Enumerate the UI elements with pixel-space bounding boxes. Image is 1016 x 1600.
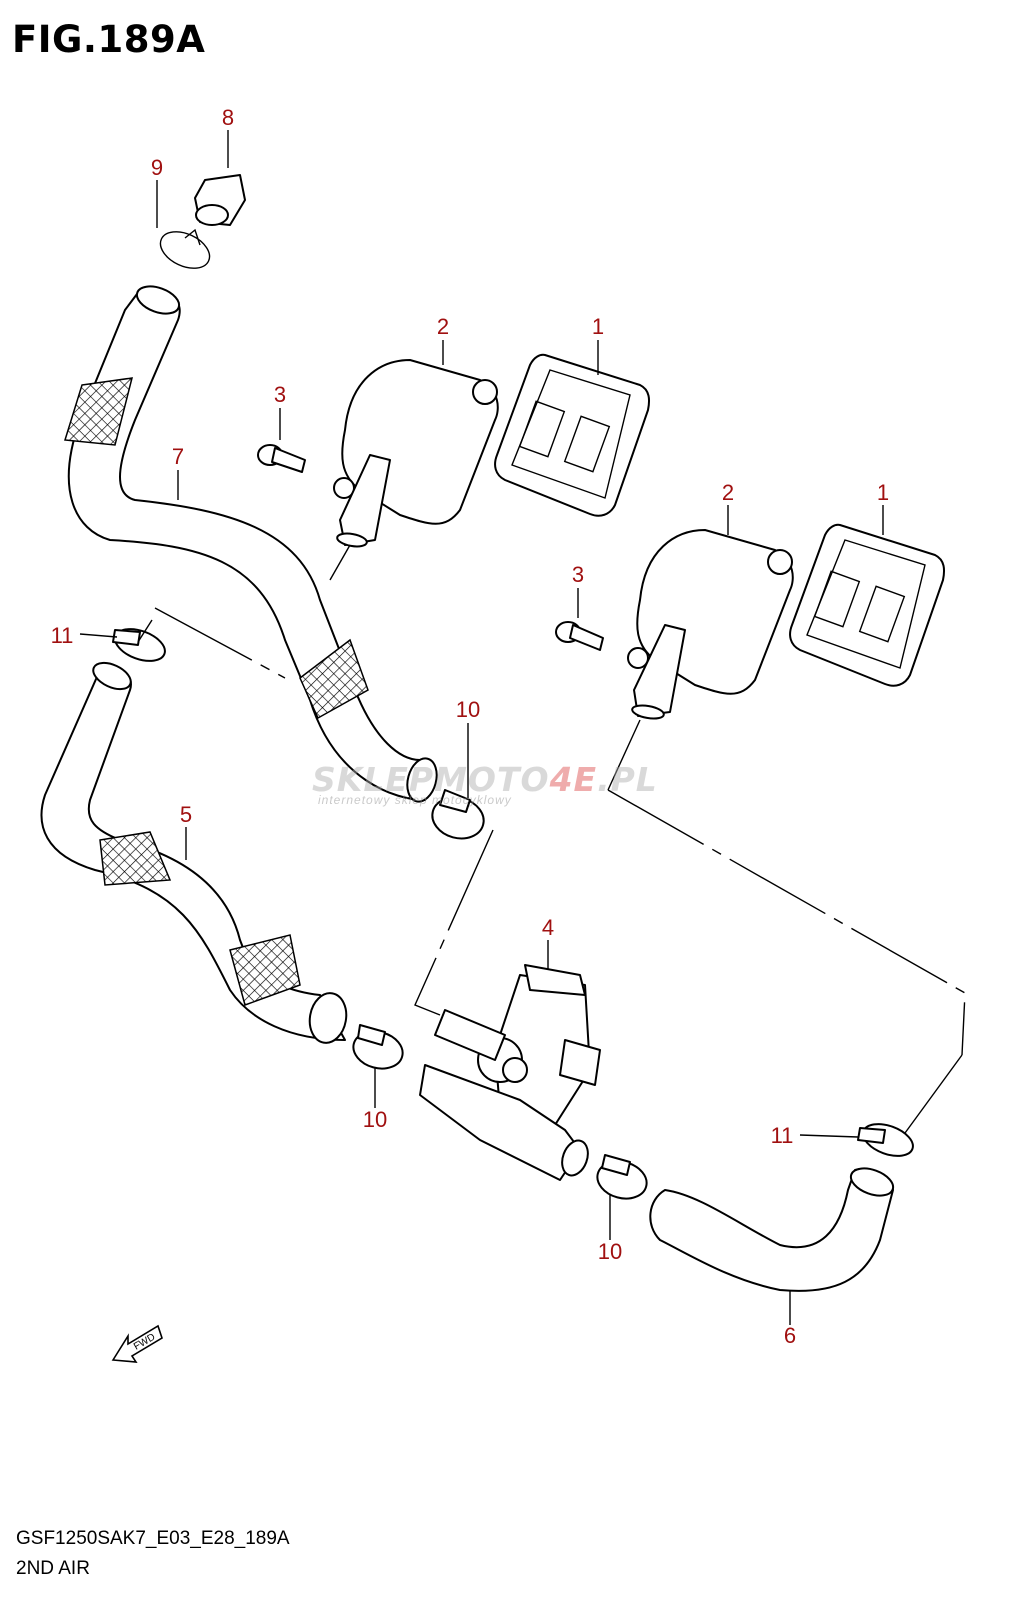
- callout-labels: 1 2 3 7 8 9 1 2 3 11 5 10 4 10 10 11 6: [51, 105, 890, 1348]
- callout-10: 10: [456, 697, 480, 722]
- callout-2: 2: [722, 480, 734, 505]
- callout-5: 5: [180, 802, 192, 827]
- callout-10: 10: [598, 1239, 622, 1264]
- callout-11: 11: [51, 623, 74, 648]
- figure-title: FIG.189A: [12, 18, 206, 61]
- watermark-logo: SKLEPMOTO4E.PL: [312, 760, 658, 799]
- bolt-lower: [555, 621, 604, 651]
- callout-9: 9: [151, 155, 163, 180]
- air-valve-4: [419, 964, 601, 1181]
- hose-7: [64, 285, 438, 803]
- fwd-label: FWD: [132, 1332, 157, 1353]
- hose-5: [40, 661, 348, 1044]
- fwd-arrow-icon: FWD: [111, 1324, 163, 1363]
- connection-lines: [137, 544, 966, 1134]
- clamp-10-upper: [431, 789, 485, 840]
- leader-lines: [79, 130, 884, 1325]
- callout-4: 4: [542, 915, 554, 940]
- watermark-tagline: internetowy sklep motocyklowy: [318, 793, 512, 807]
- reed-valve-upper: [494, 353, 650, 517]
- clamp-10-left: [352, 1024, 404, 1070]
- callout-8: 8: [222, 105, 234, 130]
- callout-6: 6: [784, 1323, 796, 1348]
- callout-11: 11: [771, 1123, 794, 1148]
- callout-3: 3: [572, 562, 584, 587]
- clip-9: [159, 228, 211, 269]
- clamp-10-right: [596, 1154, 648, 1200]
- clamp-11-right: [857, 1123, 914, 1157]
- diagram-code: GSF1250SAK7_E03_E28_189A: [16, 1528, 290, 1549]
- callout-2: 2: [437, 314, 449, 339]
- callout-7: 7: [172, 444, 184, 469]
- diagram-name: 2ND AIR: [16, 1558, 90, 1579]
- callout-1: 1: [877, 480, 889, 505]
- hose-6: [649, 1167, 895, 1292]
- callout-1: 1: [592, 314, 604, 339]
- clamp-11-left: [112, 628, 166, 662]
- callout-10: 10: [363, 1107, 387, 1132]
- bolt-upper: [257, 444, 306, 473]
- reed-valve-cover-upper: [333, 359, 499, 548]
- reed-valve-cover-lower: [627, 529, 794, 720]
- connector-8: [194, 174, 246, 226]
- callout-3: 3: [274, 382, 286, 407]
- reed-valve-lower: [789, 523, 945, 687]
